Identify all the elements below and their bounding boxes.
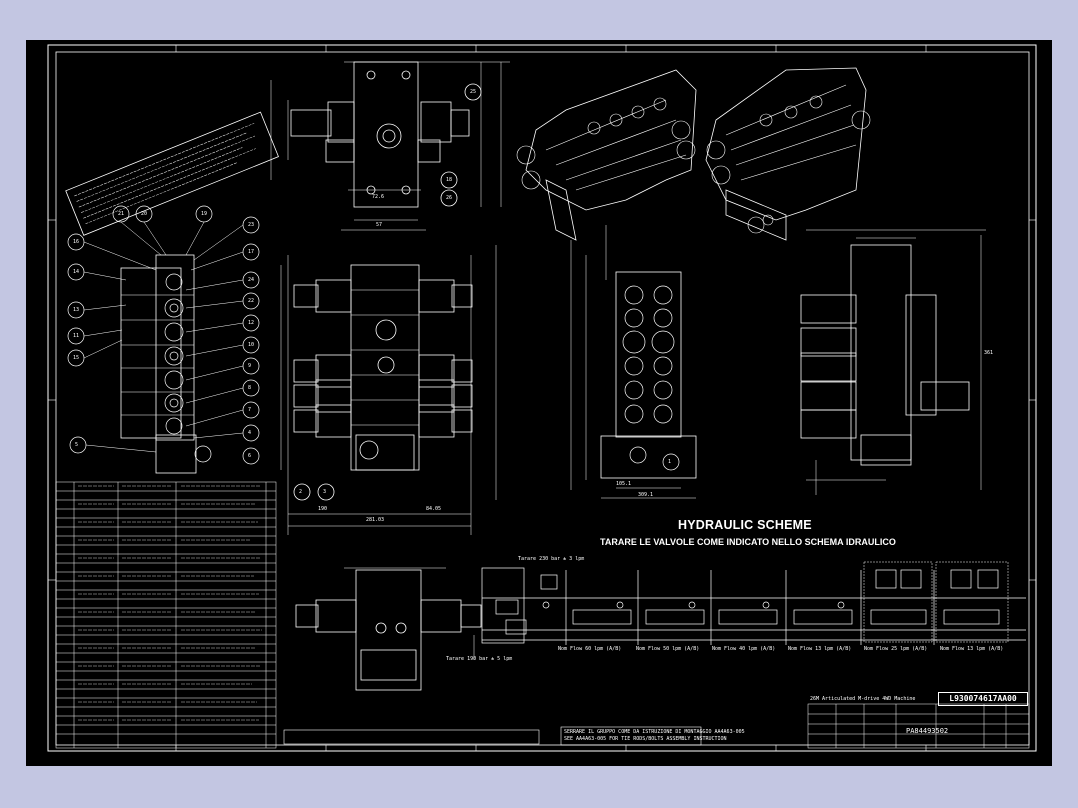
front-main-view bbox=[280, 229, 497, 535]
balloon-label: 25 bbox=[470, 89, 477, 95]
balloon-label: 6 bbox=[248, 453, 252, 459]
balloon-label: 19 bbox=[201, 211, 208, 217]
relief-top-label: Tarare 230 bar ± 3 lpm bbox=[518, 556, 585, 562]
balloon-label: 26 bbox=[446, 195, 453, 201]
balloon-label: 1 bbox=[668, 459, 672, 465]
flow-label: Nom Flow 13 lpm (A/B) bbox=[940, 646, 1004, 652]
flow-label: Nom Flow 60 lpm (A/B) bbox=[558, 646, 622, 652]
balloon-label: 4 bbox=[248, 430, 252, 436]
balloon-label: 13 bbox=[73, 307, 80, 313]
balloon-label: 15 bbox=[73, 355, 80, 361]
isometric-view-right bbox=[705, 67, 871, 241]
balloon-label: 23 bbox=[248, 222, 255, 228]
right-view bbox=[800, 229, 986, 495]
flow-label: Nom Flow 13 lpm (A/B) bbox=[788, 646, 852, 652]
balloon-label: 3 bbox=[323, 489, 327, 495]
dim-width-total: 281.03 bbox=[366, 517, 385, 523]
hydraulic-scheme-subtitle: TARARE LE VALVOLE COME INDICATO NELLO SC… bbox=[600, 537, 896, 547]
balloon-label: 24 bbox=[248, 277, 255, 283]
flow-label: Nom Flow 40 lpm (A/B) bbox=[712, 646, 776, 652]
note-box-right bbox=[560, 726, 702, 746]
note-assembly: SERRARE IL GRUPPO COME DA ISTRUZIONE DI … bbox=[564, 729, 745, 735]
top-center-view bbox=[270, 61, 510, 221]
balloon-label: 14 bbox=[73, 269, 80, 275]
drawing-code: L930074617AA00 bbox=[938, 692, 1028, 706]
balloon-label: 18 bbox=[446, 177, 453, 183]
balloon-label: 16 bbox=[73, 239, 80, 245]
dim-84: 84.05 bbox=[426, 506, 442, 512]
note-box-left bbox=[283, 729, 540, 745]
left-balloons bbox=[67, 205, 260, 465]
balloon-label: 7 bbox=[248, 407, 252, 413]
frame-ticks bbox=[48, 45, 1036, 751]
balloon-label: 22 bbox=[248, 298, 255, 304]
flow-label: Nom Flow 50 lpm (A/B) bbox=[636, 646, 700, 652]
rotated-note-block bbox=[65, 111, 279, 236]
dim-105: 105.1 bbox=[616, 481, 632, 487]
balloon-label: 8 bbox=[248, 385, 252, 391]
isometric-view-left bbox=[516, 69, 697, 241]
dim-361: 361 bbox=[984, 350, 994, 356]
dim-72: 72.6 bbox=[372, 194, 385, 200]
note-assembly-en: SEE AA4A63-005 FOR TIE RODS/BOLTS ASSEMB… bbox=[564, 736, 727, 742]
dim-57: 57 bbox=[376, 222, 383, 228]
balloon-label: 20 bbox=[141, 211, 148, 217]
parts-list-table bbox=[55, 481, 277, 749]
hydraulic-schematic bbox=[481, 561, 1026, 645]
cad-viewport[interactable]: HYDRAULIC SCHEME TARARE LE VALVOLE COME … bbox=[26, 40, 1052, 766]
balloon-label: 11 bbox=[73, 333, 80, 339]
hydraulic-scheme-title: HYDRAULIC SCHEME bbox=[678, 518, 812, 532]
sheet-border-outer bbox=[47, 44, 1037, 752]
flow-label: Nom Flow 25 lpm (A/B) bbox=[864, 646, 928, 652]
machine-name: 26M Articulated M-drive 4WD Machine bbox=[810, 696, 916, 702]
balloon-label: 12 bbox=[248, 320, 255, 326]
dim-309: 309.1 bbox=[638, 492, 654, 498]
technical-drawing bbox=[47, 44, 1037, 752]
title-block bbox=[807, 703, 1030, 749]
bottom-small-view bbox=[295, 567, 482, 691]
part-number: PA84493502 bbox=[906, 727, 949, 735]
side-view bbox=[570, 225, 697, 499]
balloon-label: 9 bbox=[248, 363, 252, 369]
relief-bottom-label: Tarare 190 bar ± 5 lpm bbox=[446, 656, 513, 662]
balloon-label: 10 bbox=[248, 342, 255, 348]
balloon-label: 17 bbox=[248, 249, 255, 255]
dim-190: 190 bbox=[318, 506, 328, 512]
balloon-label: 5 bbox=[75, 442, 79, 448]
balloon-label: 21 bbox=[118, 211, 125, 217]
left-valve-view bbox=[67, 205, 260, 474]
balloon-label: 2 bbox=[299, 489, 303, 495]
sheet-border-inner bbox=[55, 51, 1030, 746]
